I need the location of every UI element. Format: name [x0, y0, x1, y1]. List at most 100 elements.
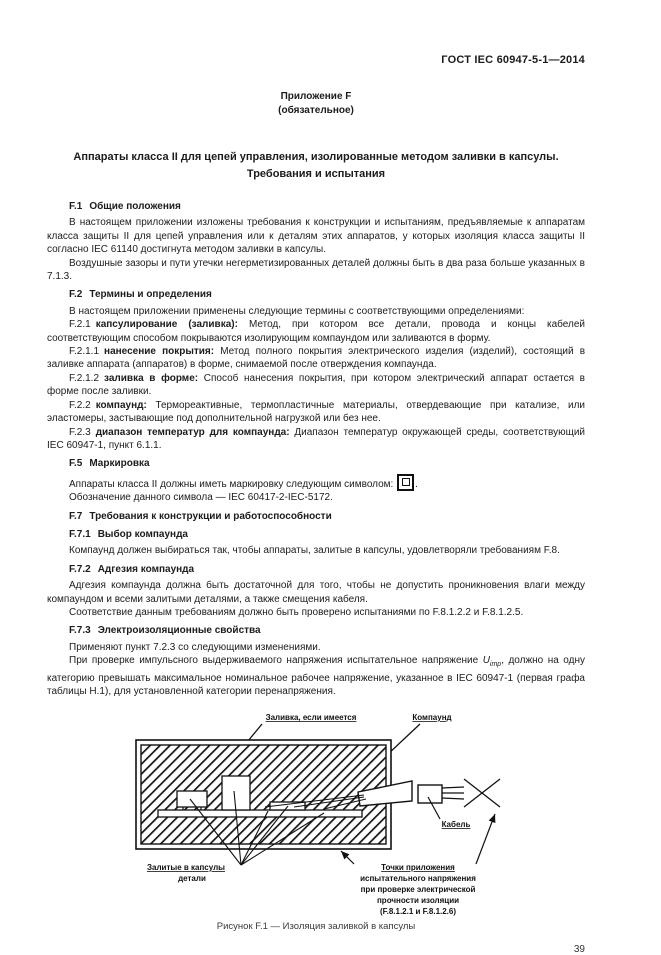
cable-wire [441, 797, 465, 801]
heading-f7: F.7 Требования к конструкции и работоспос… [47, 510, 585, 523]
page-header: ГОСТ IEC 60947-5-1—2014 [47, 54, 585, 66]
term-number: F.2.1 [69, 319, 91, 331]
paragraph: В настоящем приложении применены следующ… [69, 305, 525, 317]
heading-f72: F.7.2 Адгезия компаунда [47, 563, 585, 576]
heading-label: Общие положения [89, 201, 181, 212]
heading-label: Требования к конструкции и работоспособн… [89, 510, 332, 522]
term-text: Способ нанесения покрытия, при котором э… [47, 372, 585, 398]
term-name: капсулирование (заливка): [95, 319, 238, 331]
figure-f1: Заливка, если имеется Компаунд [47, 707, 585, 919]
term-number: F.2.3 [69, 426, 91, 438]
label-encapsulated-parts-2: детали [178, 874, 206, 883]
u-letter: U [482, 655, 490, 667]
term-text: Термореактивные, термопластичные материа… [47, 399, 585, 425]
wire-end-cross [463, 778, 501, 808]
cable-sheath-entry [357, 780, 413, 808]
u-subscript: imp [489, 661, 502, 669]
term-name: компаунд: [95, 399, 147, 411]
cable-segment [417, 784, 443, 805]
heading-number: F.1 [69, 201, 83, 212]
cable-wire [441, 786, 465, 790]
u-imp-symbol: Uimp [482, 655, 502, 669]
annex-label: Приложение F [280, 91, 352, 102]
title-line-1: Аппараты класса II для цепей управления,… [73, 151, 559, 163]
paragraph: В настоящем приложении изложены требован… [47, 217, 585, 256]
heading-number: F.5 [69, 458, 83, 470]
heading-f73: F.7.3 Электроизоляционные свойства [47, 624, 585, 637]
term-name: заливка в форме: [104, 372, 199, 384]
marking-text: Аппараты класса II должны иметь маркиров… [69, 478, 394, 490]
paragraph: Соответствие данным требованиям должно б… [69, 606, 524, 618]
paragraph-with-symbol: Аппараты класса II должны иметь маркиров… [47, 473, 585, 491]
double-insulation-icon [397, 473, 415, 491]
leader-parts [240, 812, 325, 866]
heading-number: F.7 [69, 510, 83, 522]
label-cable: Кабель [442, 820, 471, 829]
heading-number: F.7.2 [69, 563, 91, 575]
doc-code: ГОСТ IEC 60947-5-1—2014 [441, 54, 585, 66]
leader-test-point-wires [475, 814, 496, 865]
leader-test-point-body [340, 850, 355, 865]
heading-f71: F.7.1 Выбор компаунда [47, 528, 585, 541]
term-definition: F.2.1.1 нанесение покрытия: Метод полного… [47, 345, 585, 372]
annex-qualifier: (обязательное) [278, 105, 354, 116]
internal-wire [323, 798, 367, 810]
label-test-points-3: при проверке электрической [361, 885, 476, 894]
term-definition: F.2.1.2 заливка в форме: Способ нанесения… [47, 372, 585, 399]
leader-cable [427, 797, 441, 820]
label-encapsulated-parts-1: Залитые в капсулы [147, 863, 225, 872]
paragraph: Адгезия компаунда должна быть достаточно… [47, 580, 585, 605]
pcb-strip [157, 809, 363, 819]
label-fill-if-present: Заливка, если имеется [266, 713, 357, 722]
uimp-text-pre: При проверке импульсного выдерживаемого … [69, 655, 483, 667]
label-test-points-5: (F.8.1.2.1 и F.8.1.2.6) [380, 907, 456, 916]
term-definition: F.2.1 капсулирование (заливка): Метод, пр… [47, 318, 585, 345]
term-name: нанесение покрытия: [104, 346, 215, 358]
paragraph-uimp: При проверке импульсного выдерживаемого … [47, 654, 585, 698]
component-left [176, 790, 208, 809]
title-line-2: Требования и испытания [246, 168, 386, 180]
term-text: Метод полного покрытия электрического из… [47, 346, 586, 371]
leader-parts [233, 791, 242, 866]
double-insulation-icon-inner [401, 478, 410, 487]
figure-f1-drawing: Заливка, если имеется Компаунд [135, 713, 501, 916]
page-number: 39 [573, 944, 585, 955]
paragraph: Компаунд должен выбираться так, чтобы ап… [69, 545, 560, 557]
heading-label: Маркировка [89, 458, 150, 470]
label-compound: Компаунд [412, 713, 451, 722]
paragraph: Применяют пункт 7.2.3 со следующими изме… [69, 641, 321, 653]
term-number: F.2.1.1 [69, 346, 100, 358]
heading-label: Выбор компаунда [97, 528, 188, 540]
heading-number: F.7.1 [69, 528, 91, 540]
heading-f5: F.5 Маркировка [47, 457, 585, 470]
heading-f1: F.1 Общие положения [47, 200, 585, 213]
uimp-text-post: , должно на одну категорию превышать мак… [47, 655, 585, 697]
term-text: Диапазон температур окружающей среды, со… [47, 426, 586, 451]
heading-number: F.2 [69, 289, 83, 301]
leader-parts [240, 806, 289, 866]
figure-caption: Рисунок F.1 — Изоляция заливкой в капсул… [216, 921, 416, 933]
heading-f2: F.2 Термины и определения [47, 288, 585, 301]
paragraph: Воздушные зазоры и пути утечки негермети… [47, 257, 585, 283]
label-test-points-1: Точки приложения [381, 863, 455, 872]
label-test-points-2: испытательного напряжения [360, 874, 476, 883]
leader-parts [240, 811, 269, 866]
internal-wire [264, 794, 365, 808]
term-number: F.2.1.2 [69, 372, 100, 384]
leader-fill [247, 723, 263, 742]
heading-label: Адгезия компаунда [97, 563, 195, 575]
heading-label: Термины и определения [89, 289, 212, 301]
heading-label: Электроизоляционные свойства [97, 625, 261, 637]
paragraph: Обозначение данного символа — IEC 60417-… [69, 492, 333, 504]
term-name: диапазон температур для компаунда: [95, 426, 290, 438]
term-definition: F.2.2 компаунд: Термореактивные, термопла… [47, 399, 585, 426]
heading-number: F.7.3 [69, 625, 91, 637]
term-number: F.2.2 [69, 399, 91, 411]
term-text: Метод, при котором все детали, провода и… [47, 319, 586, 344]
internal-wire [293, 796, 365, 808]
leader-parts [189, 799, 242, 866]
component-middle [221, 775, 251, 812]
page-title: Аппараты класса II для цепей управления,… [47, 149, 585, 183]
